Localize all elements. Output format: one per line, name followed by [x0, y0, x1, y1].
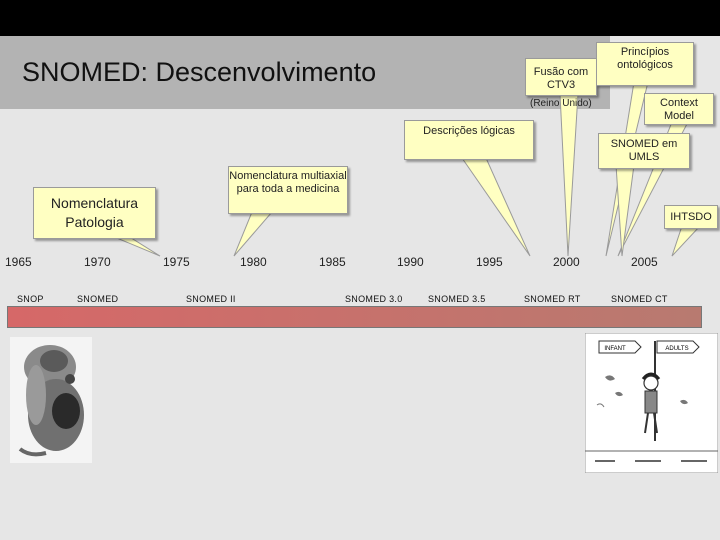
- version-label: SNOMED II: [186, 294, 236, 304]
- year-label: 1980: [240, 255, 267, 269]
- callout-principios: Princípios ontológicos: [596, 42, 694, 86]
- reino-unido-label: (Reino Unido): [530, 98, 592, 109]
- year-label: 2000: [553, 255, 580, 269]
- sign-adults: [656, 340, 700, 354]
- timeline-bar: [7, 306, 702, 328]
- version-label: SNOMED 3.5: [428, 294, 486, 304]
- callout-context-model: Context Model: [644, 93, 714, 125]
- cartoon-image: INFANT ADULTS: [585, 333, 718, 473]
- version-label: SNOP: [17, 294, 44, 304]
- version-label: SNOMED: [77, 294, 119, 304]
- year-label: 1970: [84, 255, 111, 269]
- version-label: SNOMED RT: [524, 294, 581, 304]
- pointer-ctv3: [559, 93, 579, 257]
- year-label: 1965: [5, 255, 32, 269]
- year-label: 1995: [476, 255, 503, 269]
- title-band: [0, 36, 610, 109]
- sign-infant: [598, 340, 642, 354]
- year-label: 1975: [163, 255, 190, 269]
- year-label: 2005: [631, 255, 658, 269]
- slide-title: SNOMED: Descenvolvimento: [22, 57, 377, 87]
- callout-umls: SNOMED em UMLS: [598, 133, 690, 169]
- version-label: SNOMED CT: [611, 294, 668, 304]
- version-label: SNOMED 3.0: [345, 294, 403, 304]
- pointer-ihtsdo: [671, 225, 702, 257]
- pointer-patologia: [111, 235, 161, 257]
- year-label: 1990: [397, 255, 424, 269]
- pointer-multiaxial: [233, 211, 274, 257]
- pointer-descricoes: [461, 157, 531, 257]
- callout-ihtsdo: IHTSDO: [664, 205, 718, 229]
- callout-descricoes: Descrições lógicas: [404, 120, 534, 160]
- callout-patologia: Nomenclatura Patologia: [33, 187, 156, 239]
- embryo-image: [10, 337, 92, 463]
- sign-infant-label: INFANT: [604, 346, 626, 352]
- callout-ctv3: Fusão com CTV3: [525, 58, 597, 96]
- callout-multiaxial: Nomenclatura multiaxial para toda a medi…: [228, 166, 348, 214]
- year-label: 1985: [319, 255, 346, 269]
- top-black-bar: [0, 0, 720, 36]
- sign-adults-label: ADULTS: [665, 346, 688, 352]
